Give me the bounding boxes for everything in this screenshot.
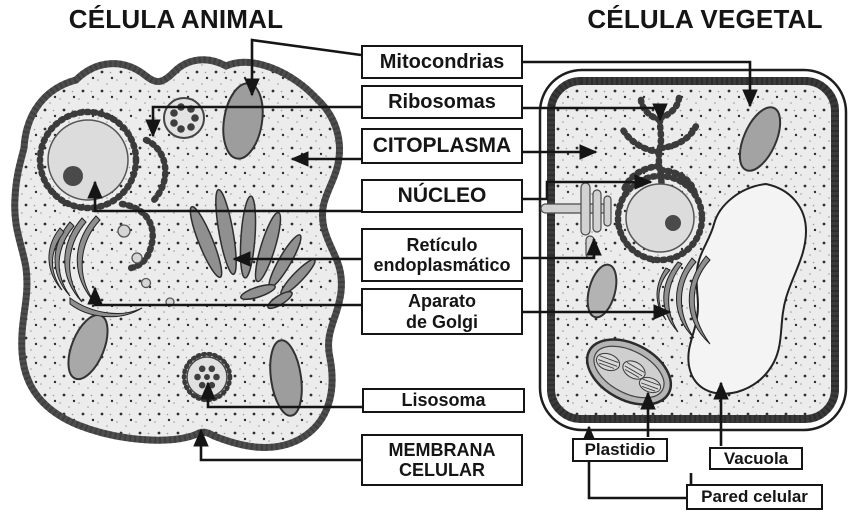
plastid-granum [622,360,646,380]
plant-cell-title: CÉLULA VEGETAL [587,4,823,34]
plant-mitochondrion-left [586,263,618,319]
connector-membrana-animal [193,428,361,462]
label-membrana-celular: MEMBRANA CELULAR [361,434,523,486]
animal-cell-title: CÉLULA ANIMAL [68,4,284,34]
label-aparato-de-golgi: Aparato de Golgi [361,288,523,335]
plant-nucleolus [665,215,681,231]
animal-mitochondrion-right [269,339,303,417]
label-lisosoma: Lisosoma [362,388,525,413]
label-nucleo: NÚCLEO [361,179,523,213]
plastid-granum [595,352,621,372]
label-reticulo-endoplasmatico: Retículo endoplasmático [361,228,523,282]
connector-ribosomas-vegetal [523,103,668,122]
connector-ribosomas-animal [145,105,361,138]
label-pared-celular: Pared celular [686,484,823,510]
plant-cell-membrane-texture [547,77,839,423]
label-vacuola: Vacuola [709,447,803,470]
connector-lisosoma-animal [200,381,362,409]
label-citoplasma: CITOPLASMA [361,128,523,164]
connector-lines [87,38,758,500]
connector-reticulo-vegetal [523,237,602,260]
plant-rough-er [618,94,701,200]
animal-centrosome [163,97,205,139]
connector-golgi-animal [87,286,361,307]
animal-nucleolus [63,166,83,186]
plant-mitochondrion-top [738,106,782,172]
plant-nucleus [614,172,706,264]
plant-vacuole [687,182,808,395]
animal-nucleus [36,108,140,212]
animal-golgi-apparatus [48,215,143,318]
plant-plastid [585,338,673,406]
connector-mitocondrias-vegetal [523,60,758,108]
connector-mitocondrias-animal [244,38,362,97]
plant-nuclear-envelope-ribosomes [614,172,706,264]
plant-cell [538,68,848,432]
animal-nuclear-envelope-ribosomes [36,108,140,212]
connector-nucleo-animal [87,180,362,213]
animal-cell-membrane-texture [11,56,345,451]
connector-nucleo-vegetal [522,174,653,201]
label-mitocondrias: Mitocondrias [361,45,523,79]
label-ribosomas: Ribosomas [361,85,523,119]
animal-rough-er-hook [142,136,169,204]
animal-cell [11,56,345,451]
label-plastidio: Plastidio [572,438,668,462]
